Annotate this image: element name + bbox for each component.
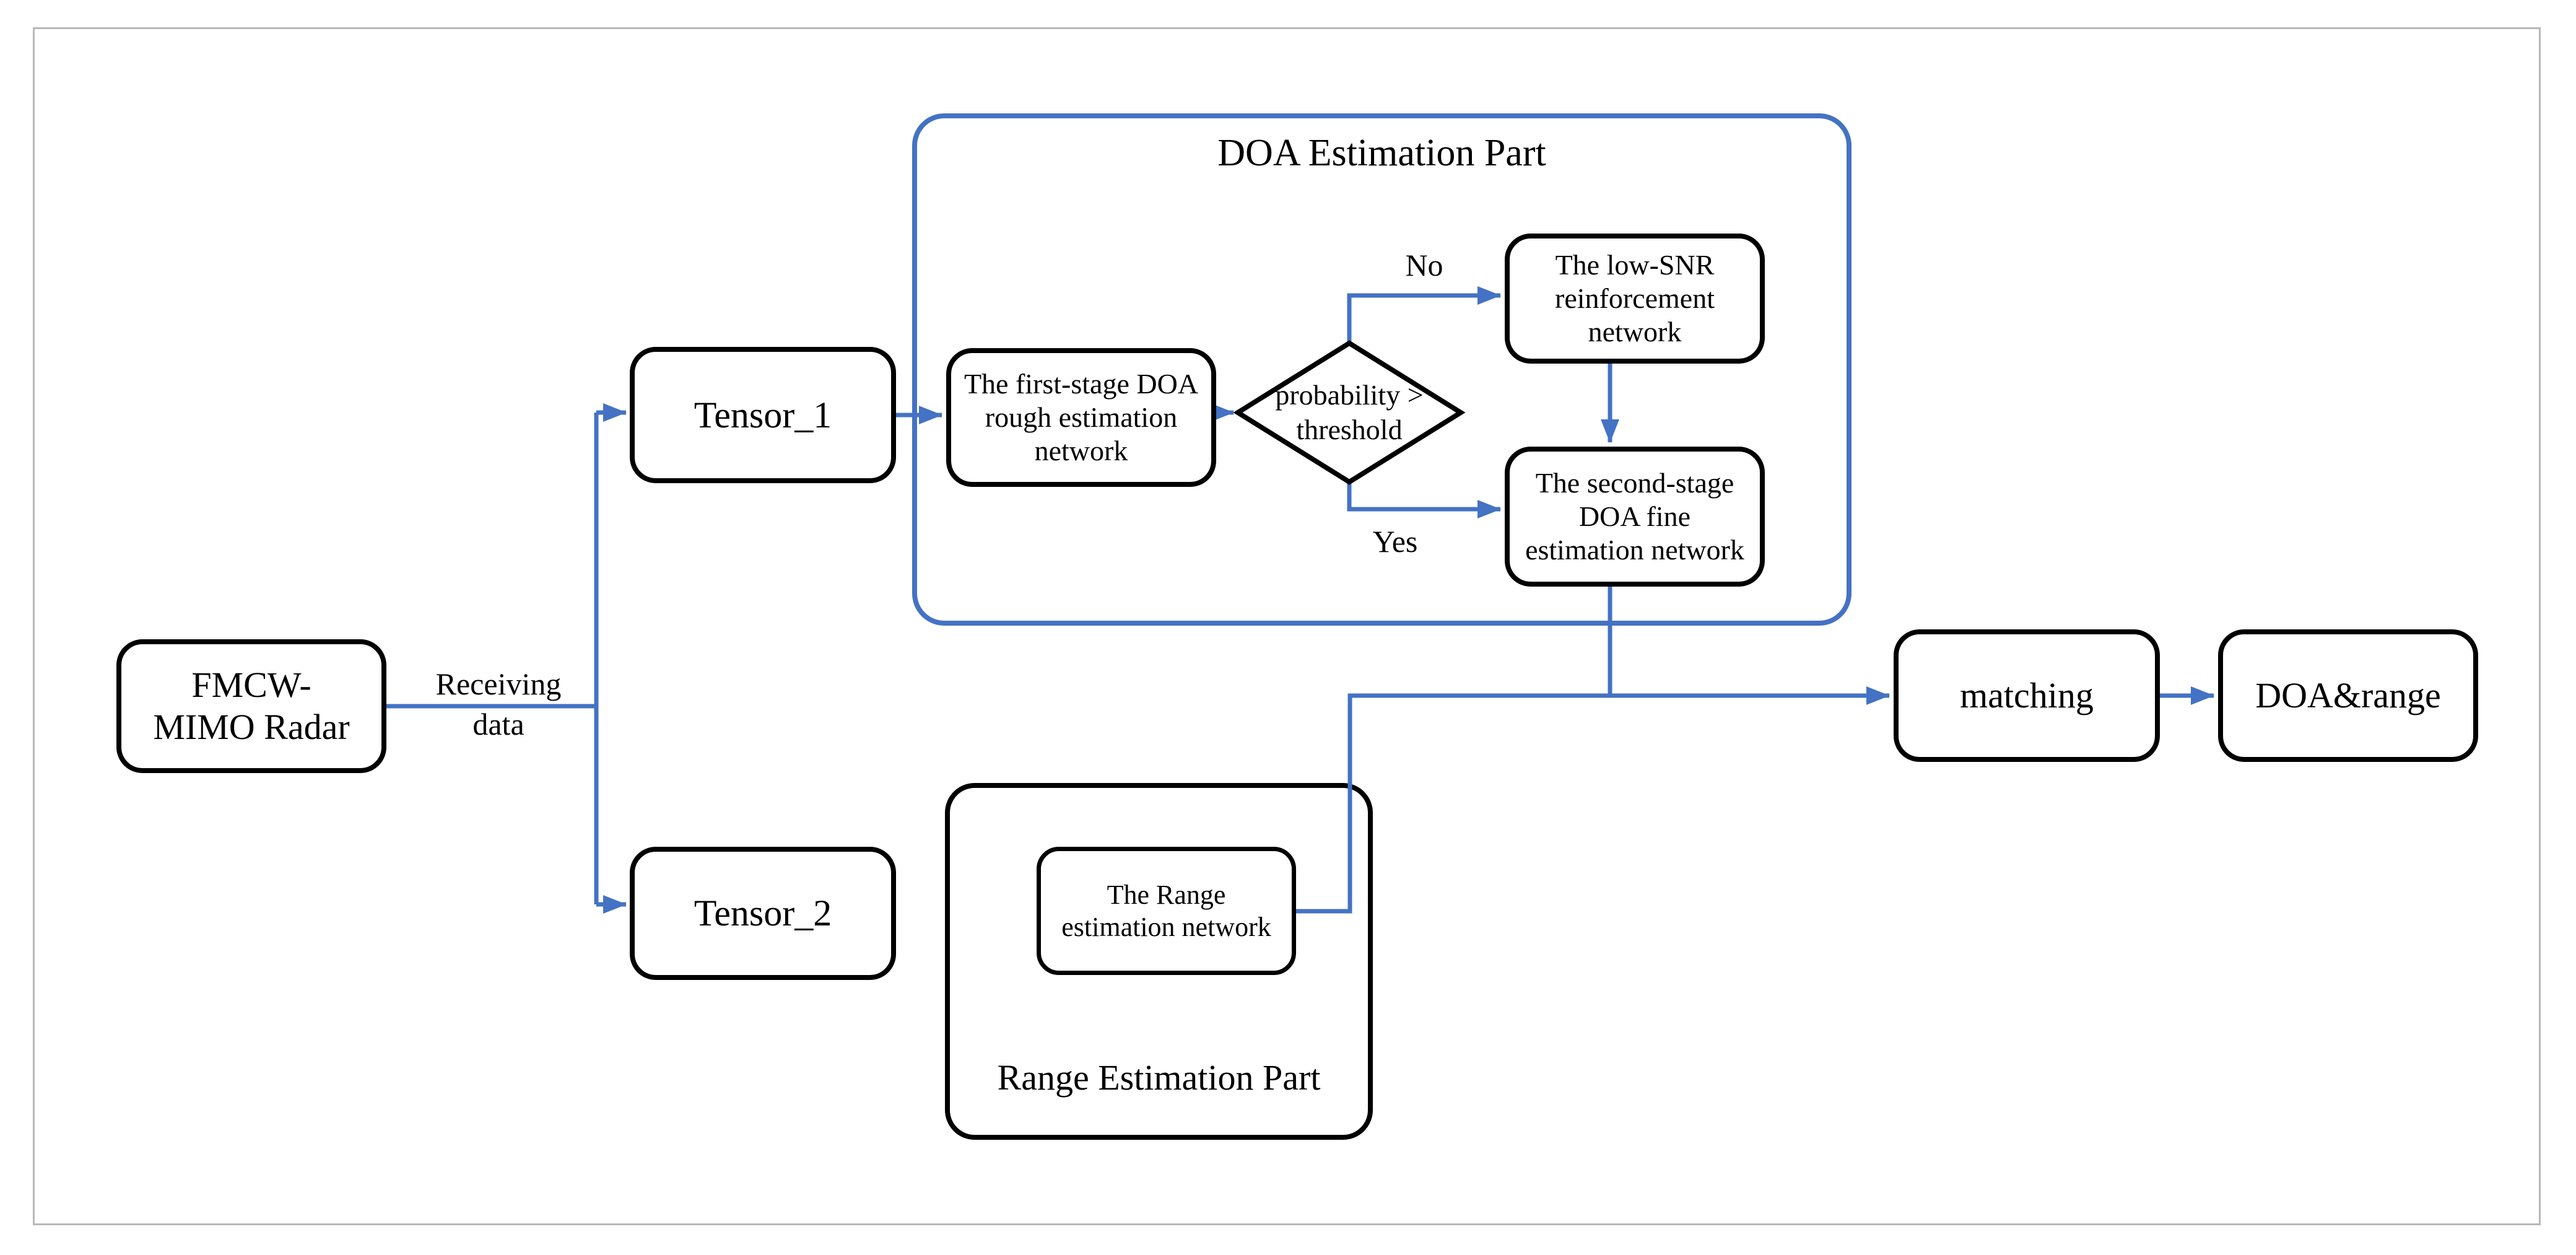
edge-label-yes: Yes <box>1372 524 1418 559</box>
range-part-title: Range Estimation Part <box>997 1057 1321 1098</box>
node-tensor-2: Tensor_2 <box>630 847 896 980</box>
node-matching: matching <box>1894 629 2160 762</box>
node-fmcw-mimo-radar: FMCW- MIMO Radar <box>116 639 386 773</box>
doa-estimation-part-container <box>912 113 1852 626</box>
node-low-snr-reinforcement-network: The low-SNR reinforcement network <box>1505 234 1765 364</box>
decision-diamond-label: probability > threshold <box>1275 378 1424 445</box>
edge-no-path-arrow <box>1347 286 1501 343</box>
node-doa-and-range-output: DOA&range <box>2218 629 2478 762</box>
edge-label-receiving-data: Receiving data <box>435 667 562 741</box>
edge-yes-path-arrow <box>1347 482 1501 518</box>
figure-frame <box>33 27 2541 1225</box>
edge-range-to-matching-arrow <box>1296 686 1890 914</box>
node-first-stage-doa-network: The first-stage DOA rough estimation net… <box>946 348 1216 487</box>
doa-part-title: DOA Estimation Part <box>1217 132 1546 174</box>
node-second-stage-doa-network: The second-stage DOA fine estimation net… <box>1505 447 1765 587</box>
node-range-estimation-network: The Range estimation network <box>1037 847 1296 975</box>
decision-diamond-shape <box>1233 340 1466 485</box>
edge-label-no: No <box>1405 248 1443 282</box>
range-estimation-part-container <box>945 783 1373 1140</box>
node-tensor-1: Tensor_1 <box>630 347 896 483</box>
